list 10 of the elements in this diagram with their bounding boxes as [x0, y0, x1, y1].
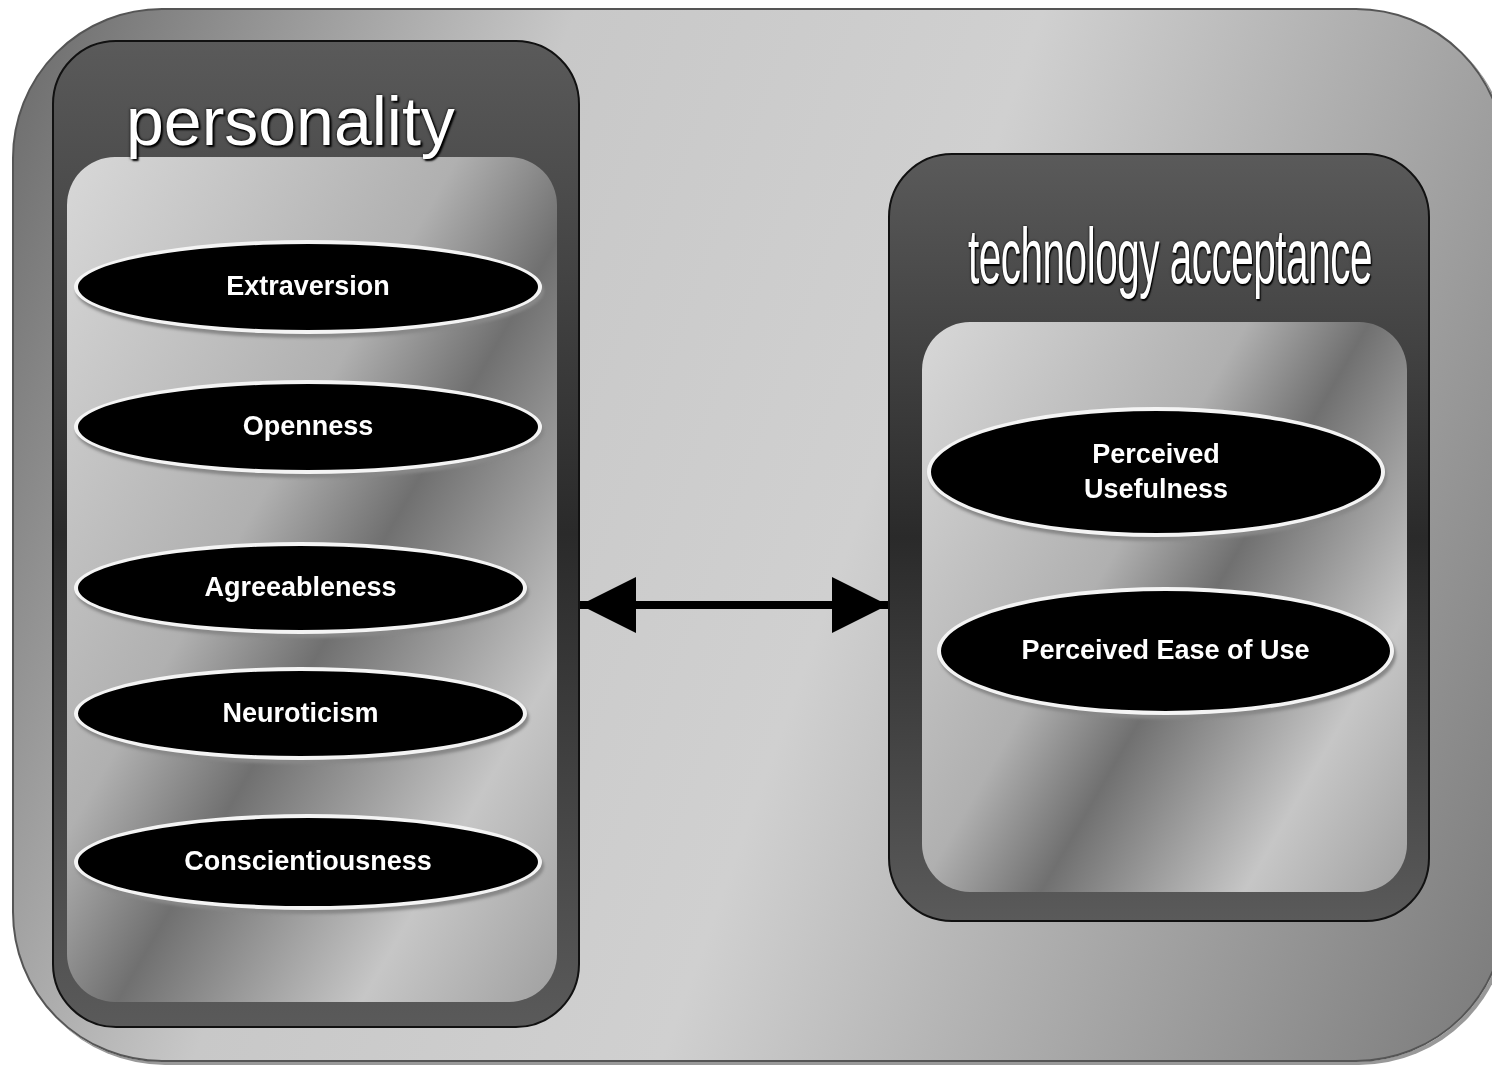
- construct-label: Neuroticism: [222, 696, 379, 730]
- double-arrow: [580, 577, 888, 633]
- construct-label: Conscientiousness: [184, 845, 432, 879]
- construct-label: Agreeableness: [204, 571, 397, 605]
- construct-label: Openness: [242, 410, 374, 444]
- group-panel: [888, 153, 1430, 922]
- group-panel: [52, 40, 580, 1028]
- construct-label: Extraversion: [226, 270, 390, 304]
- construct-label: Perceived Ease of Use: [1021, 634, 1310, 668]
- construct-label: Perceived Usefulness: [1082, 437, 1230, 506]
